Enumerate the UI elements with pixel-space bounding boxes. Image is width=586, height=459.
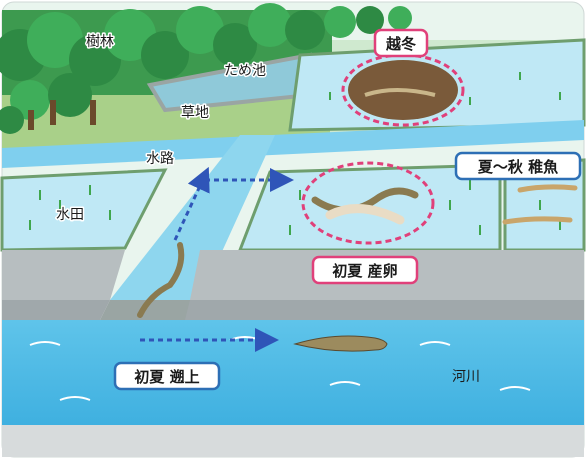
left-embankment-face <box>2 300 110 320</box>
left-embankment <box>2 250 125 300</box>
loach-fish-channel <box>137 242 185 318</box>
loach-fish-juvenile <box>502 184 578 225</box>
stage-upstream-label: 初夏 遡上 <box>134 368 199 386</box>
spawning-highlight <box>301 161 435 245</box>
stage-overwinter-label: 越冬 <box>385 35 416 53</box>
stage-juvenile-box: 夏〜秋 稚魚 <box>454 151 582 181</box>
migration-arrows <box>140 166 294 352</box>
rice-seedlings <box>29 72 561 235</box>
channel-water <box>2 120 584 168</box>
river-bank <box>2 425 584 457</box>
loach-fish-river <box>293 335 388 352</box>
label-forest: 樹林 <box>86 34 114 50</box>
stage-upstream-box: 初夏 遡上 <box>113 361 221 391</box>
label-river: 河川 <box>452 369 480 385</box>
label-channel: 水路 <box>146 151 174 167</box>
label-pond: ため池 <box>224 63 266 79</box>
loach-fish-overwinter <box>348 60 458 120</box>
label-grassland: 草地 <box>181 105 209 121</box>
channel-outlet <box>100 300 200 320</box>
stage-spawning-label: 初夏 産卵 <box>332 262 397 280</box>
stage-spawning-box: 初夏 産卵 <box>311 255 419 285</box>
forest-trees <box>0 3 412 134</box>
right-embankment-face <box>185 300 584 320</box>
overwinter-highlight <box>341 53 465 127</box>
label-paddy: 水田 <box>56 207 84 223</box>
loach-fish-spawning <box>311 187 419 225</box>
river-water <box>2 320 584 425</box>
stage-juvenile-label: 夏〜秋 稚魚 <box>477 158 558 176</box>
vertical-channel <box>110 135 275 300</box>
left-paddy <box>0 168 168 252</box>
stage-overwinter-box: 越冬 <box>373 28 429 58</box>
